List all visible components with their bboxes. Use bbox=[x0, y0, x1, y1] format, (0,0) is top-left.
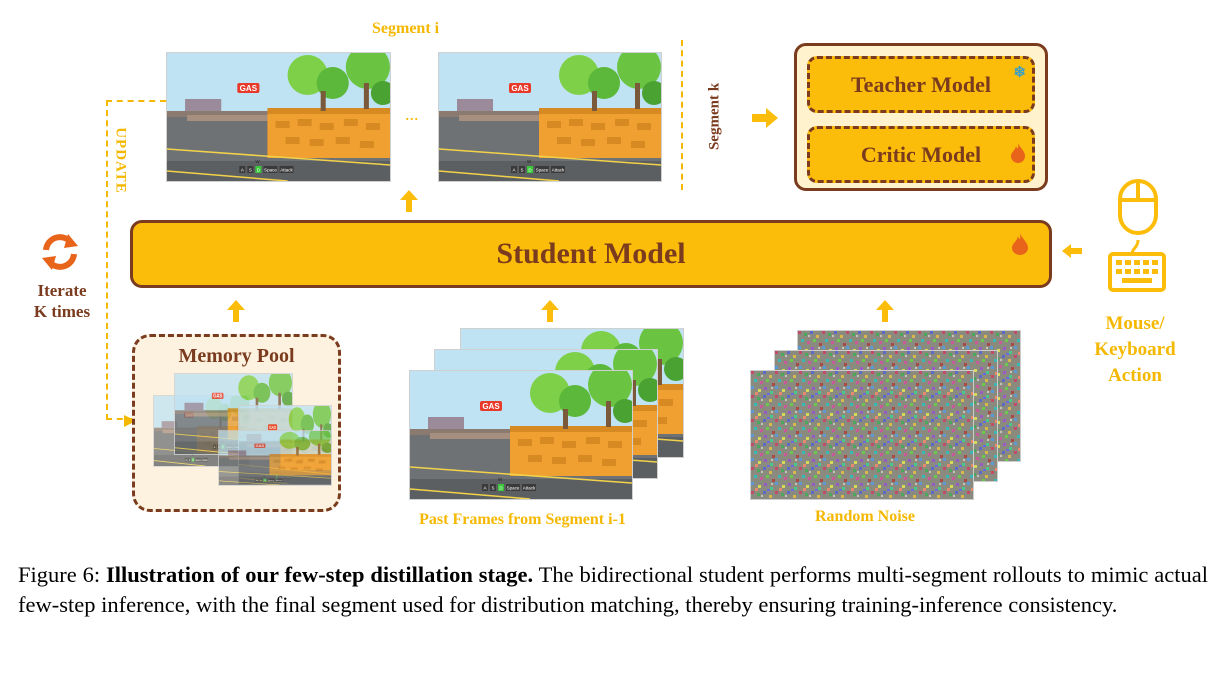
key-hint-w: W bbox=[255, 159, 260, 164]
arrow-up-to-segment bbox=[400, 190, 418, 212]
key-hint-label: Attack bbox=[552, 168, 565, 173]
teacher-model-label: Teacher Model bbox=[851, 72, 991, 98]
caption-bold: Illustration of our few-step distillatio… bbox=[106, 562, 533, 587]
key-hint-label: Space bbox=[268, 480, 275, 482]
key-hint-label: A bbox=[214, 445, 216, 449]
key-hint-label: Attack bbox=[523, 486, 536, 491]
key-hint-label: Attack bbox=[280, 168, 293, 173]
segment-k-label: Segment k bbox=[707, 72, 724, 162]
gas-sign-text: GAS bbox=[213, 393, 222, 398]
snowflake-icon: ❄ bbox=[1013, 63, 1026, 82]
teacher-critic-group: Teacher Model ❄ Critic Model bbox=[794, 43, 1048, 191]
key-hint-label: S bbox=[249, 168, 252, 173]
key-hint-label: Space bbox=[536, 168, 549, 173]
gas-sign-text: GAS bbox=[482, 402, 500, 411]
arrow-up-from-noise bbox=[876, 300, 894, 322]
mouse-keyboard-label: Mouse/ Keyboard Action bbox=[1080, 311, 1190, 389]
key-hint-label: S bbox=[520, 168, 523, 173]
gas-sign-text: GAS bbox=[511, 84, 529, 93]
key-hint-label: A bbox=[483, 486, 486, 491]
arrow-up-from-memory bbox=[227, 300, 245, 322]
segment-i-label: Segment i bbox=[372, 20, 439, 38]
flame-icon bbox=[1010, 143, 1026, 169]
random-noise-label: Random Noise bbox=[770, 508, 960, 526]
flame-icon bbox=[1011, 229, 1029, 263]
critic-model-box: Critic Model bbox=[807, 126, 1035, 183]
gas-sign-text: GAS bbox=[255, 444, 264, 448]
iterate-label: Iterate K times bbox=[20, 280, 104, 322]
arrow-up-from-past-frames bbox=[541, 300, 559, 322]
key-hint-label: S bbox=[491, 486, 494, 491]
refresh-icon bbox=[38, 230, 82, 279]
mouse-icon bbox=[1117, 178, 1159, 241]
arrow-left-from-action bbox=[1062, 244, 1082, 258]
key-hint-label: A bbox=[512, 168, 515, 173]
noise-frame-front bbox=[750, 370, 974, 500]
memory-pool-label: Memory Pool bbox=[135, 345, 338, 368]
key-hint-w: W bbox=[263, 476, 265, 478]
student-model-box: Student Model bbox=[130, 220, 1052, 288]
ellipsis: ... bbox=[405, 104, 419, 125]
segment-separator bbox=[681, 40, 683, 190]
teacher-model-box: Teacher Model ❄ bbox=[807, 56, 1035, 113]
past-frames-label: Past Frames from Segment i-1 bbox=[380, 511, 665, 529]
key-hint-label: Space bbox=[507, 486, 520, 491]
gas-sign-text: GAS bbox=[240, 84, 258, 93]
arrow-right-to-teacher bbox=[752, 108, 778, 128]
key-hint-label: Space bbox=[195, 460, 201, 462]
key-hint-label: A bbox=[241, 168, 244, 173]
key-hint-label: Space bbox=[264, 168, 277, 173]
student-model-label: Student Model bbox=[496, 237, 685, 271]
keyboard-icon bbox=[1108, 240, 1166, 297]
caption-prefix: Figure 6: bbox=[18, 562, 106, 587]
critic-model-label: Critic Model bbox=[861, 142, 981, 168]
update-label: UPDATE bbox=[112, 116, 129, 206]
figure-caption: Figure 6: Illustration of our few-step d… bbox=[18, 560, 1208, 620]
